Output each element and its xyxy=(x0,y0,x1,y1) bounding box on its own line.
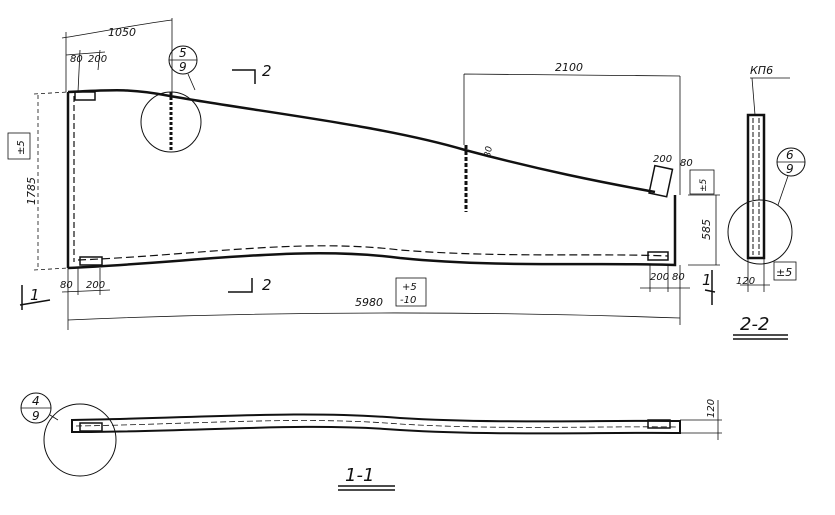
section-mark-2: 2 xyxy=(262,276,272,294)
dim-200: 200 xyxy=(653,154,672,165)
embedded-plate xyxy=(648,164,674,198)
svg-text:4: 4 xyxy=(32,394,40,408)
tol-plus: +5 xyxy=(402,282,417,293)
dim-5980: 5980 xyxy=(355,296,383,309)
tol-right: ±5 xyxy=(699,178,709,192)
section-2-2 xyxy=(727,77,806,340)
panel-elevation xyxy=(7,18,720,330)
detail-circle xyxy=(140,91,202,153)
section-mark-2: 2 xyxy=(262,62,272,80)
section-mark-1: 1 xyxy=(30,286,40,304)
dim-80: 80 xyxy=(672,272,685,283)
svg-text:5: 5 xyxy=(179,46,187,60)
dim-200: 200 xyxy=(86,280,105,291)
dim-1785: 1785 xyxy=(25,177,38,205)
embedded-plate xyxy=(647,251,669,261)
dim-200: 200 xyxy=(650,272,669,283)
svg-text:9: 9 xyxy=(786,162,794,176)
svg-text:9: 9 xyxy=(32,409,40,423)
dim-80: 80 xyxy=(680,158,693,169)
tolerance-box xyxy=(689,169,715,195)
tol-section: ±5 xyxy=(776,266,792,279)
section-1-1 xyxy=(20,392,722,491)
dim-1050: 1050 xyxy=(108,26,136,39)
dim-2100: 2100 xyxy=(555,61,583,74)
svg-text:6: 6 xyxy=(786,148,794,162)
section-title-1-1: 1-1 xyxy=(345,465,374,486)
tol-minus: -10 xyxy=(400,295,416,306)
dim-80: 80 xyxy=(70,54,83,65)
embedded-plate xyxy=(79,256,103,266)
callout-5-9: 5 9 xyxy=(168,45,198,91)
dim-200: 200 xyxy=(88,54,107,65)
dim-80: 80 xyxy=(483,145,495,158)
dim-80: 80 xyxy=(60,280,73,291)
tol-left: ±5 xyxy=(16,140,27,155)
dim-585: 585 xyxy=(700,219,713,240)
section-mark-1: 1 xyxy=(702,271,712,289)
embedded-plate xyxy=(74,91,96,101)
dim-120: 120 xyxy=(706,399,717,418)
dim-120: 120 xyxy=(736,276,755,287)
tolerance-box xyxy=(7,132,31,160)
svg-text:9: 9 xyxy=(179,60,187,74)
tolerance-box xyxy=(395,277,427,307)
label-kp6: КП6 xyxy=(750,64,773,77)
section-title-2-2: 2-2 xyxy=(740,314,769,335)
